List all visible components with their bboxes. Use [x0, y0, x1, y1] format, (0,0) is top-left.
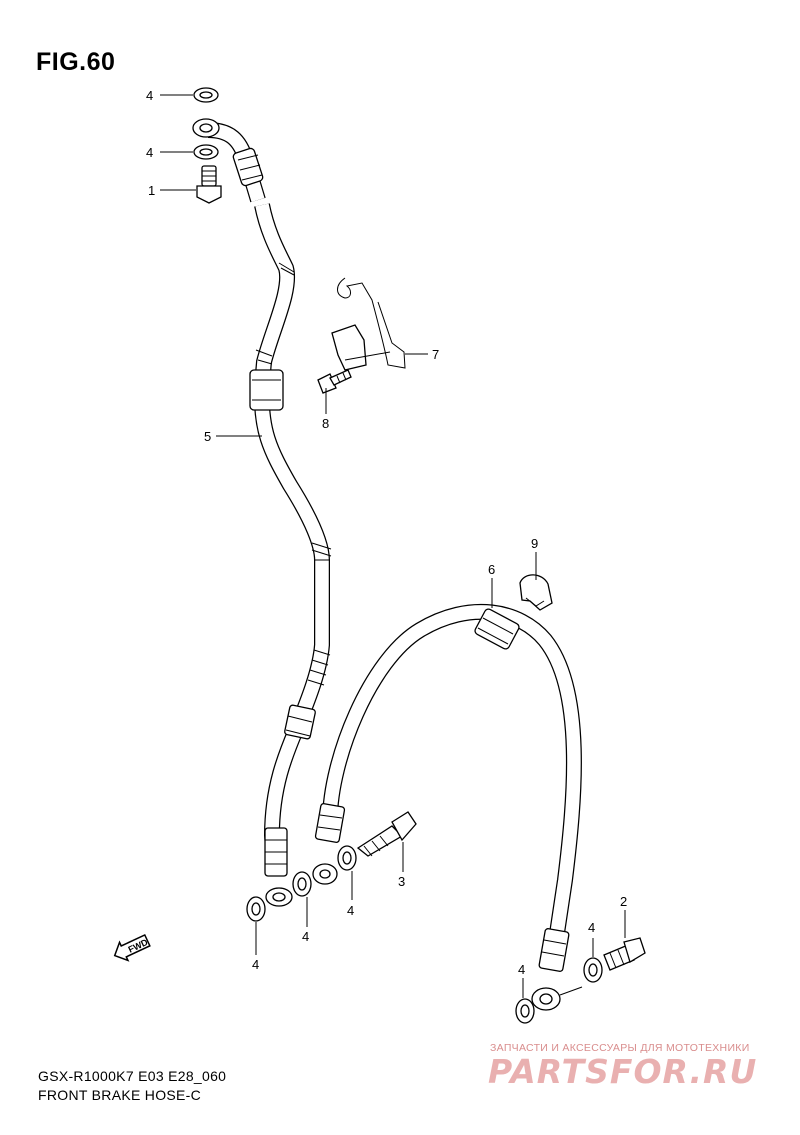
right-hose-upper-fitting[interactable]	[312, 803, 346, 885]
washers-4[interactable]	[193, 87, 603, 1024]
hose-clamp-9[interactable]	[519, 574, 553, 611]
washer-right-1[interactable]	[515, 998, 535, 1024]
callout-3: 3	[398, 874, 405, 889]
banjo-bolt-3[interactable]	[356, 811, 417, 857]
callout-5: 5	[204, 429, 211, 444]
washer-right-2[interactable]	[583, 957, 603, 983]
washer-upper[interactable]	[193, 144, 219, 160]
right-hose-lower-fitting[interactable]	[531, 928, 583, 1011]
callout-4-mid: 4	[347, 903, 354, 918]
figure-title: FIG.60	[36, 48, 116, 76]
fwd-arrow-icon: FWD	[113, 933, 151, 962]
callout-9: 9	[531, 536, 538, 551]
washer-mid[interactable]	[337, 845, 357, 871]
callout-1: 1	[148, 183, 155, 198]
banjo-bolt-1[interactable]	[196, 165, 222, 204]
callout-4-left-2: 4	[302, 929, 309, 944]
washer-top[interactable]	[193, 87, 219, 103]
watermark-tagline: ЗАПЧАСТИ И АКСЕССУАРЫ ДЛЯ МОТОТЕХНИКИ	[490, 1042, 750, 1054]
callout-4-right-1: 4	[518, 962, 525, 977]
callout-4-top: 4	[146, 88, 153, 103]
banjo-bolt-2[interactable]	[603, 937, 646, 971]
washer-left-1[interactable]	[246, 896, 266, 922]
callout-labels: 4 4 1 7 8 5 9 6 3 4 4 4 2 4 4	[146, 88, 627, 977]
leader-lines	[160, 94, 626, 998]
callout-4-right-2: 4	[588, 920, 595, 935]
hose-bracket-7[interactable]	[331, 277, 406, 371]
callout-2: 2	[620, 894, 627, 909]
callout-8: 8	[322, 416, 329, 431]
callout-4-upper: 4	[146, 145, 153, 160]
upper-banjo-fitting[interactable]	[192, 118, 266, 203]
section-caption: FRONT BRAKE HOSE-C	[38, 1087, 202, 1103]
callout-4-left-1: 4	[252, 957, 259, 972]
bolt-8[interactable]	[317, 369, 352, 394]
brake-hose-5[interactable]	[249, 203, 332, 861]
callout-7: 7	[432, 347, 439, 362]
watermark-logo: PARTSFOR.RU	[488, 1052, 758, 1091]
brake-hose-6[interactable]	[322, 603, 582, 942]
callout-6: 6	[488, 562, 495, 577]
model-caption: GSX-R1000K7 E03 E28_060	[38, 1068, 227, 1084]
lower-left-banjo-fitting[interactable]	[264, 827, 293, 907]
washer-left-2[interactable]	[292, 871, 312, 897]
